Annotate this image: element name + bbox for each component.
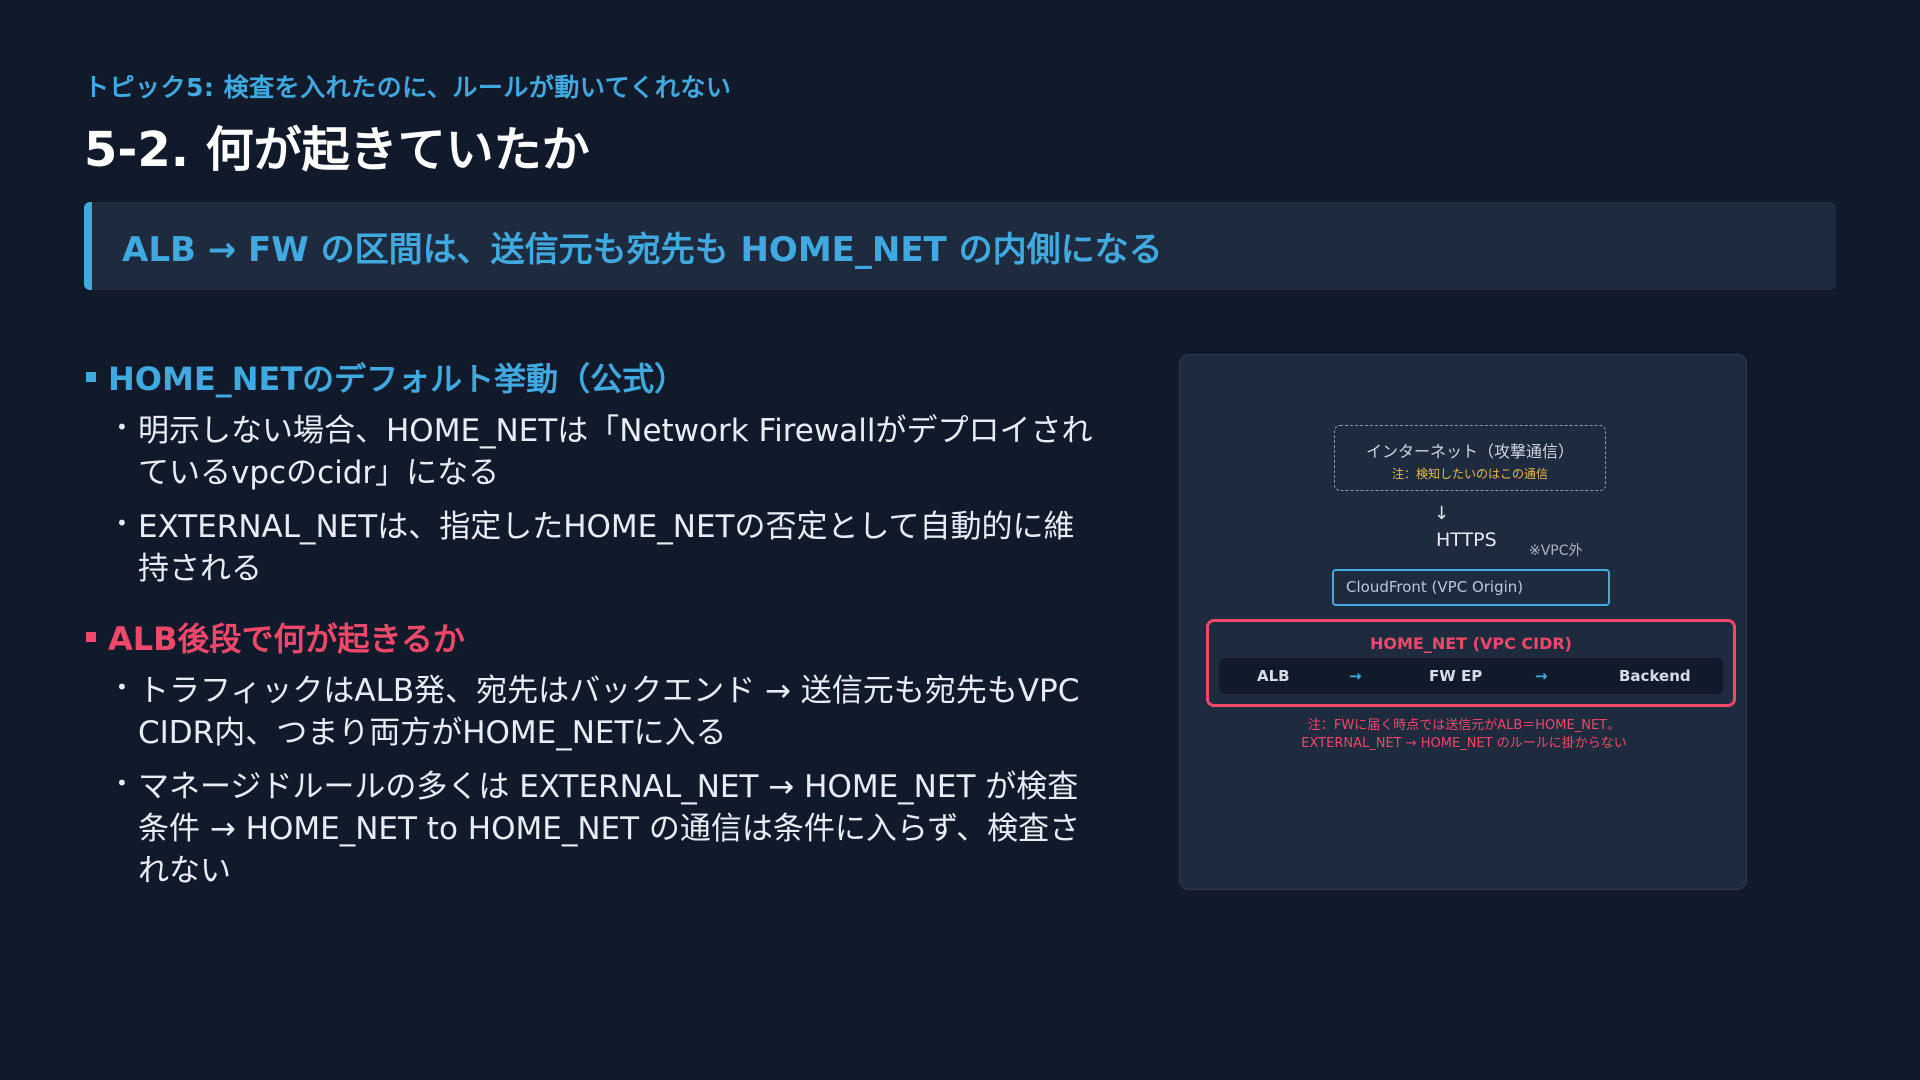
cloudfront-box: CloudFront (VPC Origin) — [1332, 569, 1610, 606]
bullet-text: トラフィックはALB発、宛先はバックエンド → 送信元も宛先もVPC CIDR内… — [138, 673, 1080, 751]
section-heading-text: ALB後段で何が起きるか — [108, 620, 465, 658]
page-title: 5-2. 何が起きていたか — [84, 122, 590, 178]
arrow-right-icon: → — [1535, 667, 1548, 685]
bullet-text: マネージドルールの多くは EXTERNAL_NET → HOME_NET が検査… — [138, 769, 1081, 889]
flow-alb: ALB — [1257, 667, 1290, 685]
flow-fw-ep: FW EP — [1429, 667, 1483, 685]
section-homenet-default: HOME_NETのデフォルト挙動（公式） 明示しない場合、HOME_NETは「N… — [86, 354, 1096, 602]
bullet-item: EXTERNAL_NETは、指定したHOME_NETの否定として自動的に維持され… — [116, 502, 1096, 590]
square-bullet-icon — [86, 632, 96, 642]
vpc-outside-label: ※VPC外 — [1529, 543, 1583, 559]
homenet-box: HOME_NET (VPC CIDR) ALB → FW EP → Backen… — [1206, 619, 1736, 707]
section-after-alb: ALB後段で何が起きるか トラフィックはALB発、宛先はバックエンド → 送信元… — [86, 614, 1096, 904]
bullet-item: トラフィックはALB発、宛先はバックエンド → 送信元も宛先もVPC CIDR内… — [116, 666, 1096, 754]
diagram-note: 注：FWに届く時点では送信元がALB＝HOME_NET。 EXTERNAL_NE… — [1180, 717, 1748, 753]
bullet-text: 明示しない場合、HOME_NETは「Network Firewallがデプロイさ… — [138, 413, 1093, 491]
bullet-text: EXTERNAL_NETは、指定したHOME_NETの否定として自動的に維持され… — [138, 509, 1075, 587]
section-heading: HOME_NETのデフォルト挙動（公式） — [86, 354, 1096, 400]
callout-text: ALB → FW の区間は、送信元も宛先も HOME_NET の内側になる — [122, 229, 1163, 270]
topic-label: トピック5: 検査を入れたのに、ルールが動いてくれない — [84, 73, 732, 102]
flow-backend: Backend — [1619, 667, 1691, 685]
square-bullet-icon — [86, 372, 96, 382]
section-heading: ALB後段で何が起きるか — [86, 614, 1096, 660]
homenet-title: HOME_NET (VPC CIDR) — [1370, 634, 1572, 653]
arrow-down-icon: ↓ — [1434, 503, 1450, 524]
bullet-item: 明示しない場合、HOME_NETは「Network Firewallがデプロイさ… — [116, 406, 1096, 494]
bullet-item: マネージドルールの多くは EXTERNAL_NET → HOME_NET が検査… — [116, 762, 1096, 892]
diagram-note-line-2: EXTERNAL_NET → HOME_NET のルールに掛からない — [1301, 736, 1627, 751]
section-heading-text: HOME_NETのデフォルト挙動（公式） — [108, 360, 687, 398]
internet-note: 注：検知したいのはこの通信 — [1391, 467, 1548, 481]
arrow-right-icon: → — [1349, 667, 1362, 685]
bullet-list: トラフィックはALB発、宛先はバックエンド → 送信元も宛先もVPC CIDR内… — [86, 666, 1096, 892]
diagram-note-line-1: 注：FWに届く時点では送信元がALB＝HOME_NET。 — [1307, 718, 1621, 733]
internet-title: インターネット（攻撃通信） — [1365, 442, 1574, 461]
key-message-callout: ALB → FW の区間は、送信元も宛先も HOME_NET の内側になる — [84, 202, 1836, 290]
network-diagram: インターネット（攻撃通信） 注：検知したいのはこの通信 ↓ HTTPS ※VPC… — [1179, 354, 1747, 890]
bullet-list: 明示しない場合、HOME_NETは「Network Firewallがデプロイさ… — [86, 406, 1096, 590]
traffic-flow-bar: ALB → FW EP → Backend — [1219, 658, 1723, 694]
https-label: HTTPS — [1436, 529, 1497, 551]
internet-box: インターネット（攻撃通信） 注：検知したいのはこの通信 — [1334, 425, 1606, 491]
